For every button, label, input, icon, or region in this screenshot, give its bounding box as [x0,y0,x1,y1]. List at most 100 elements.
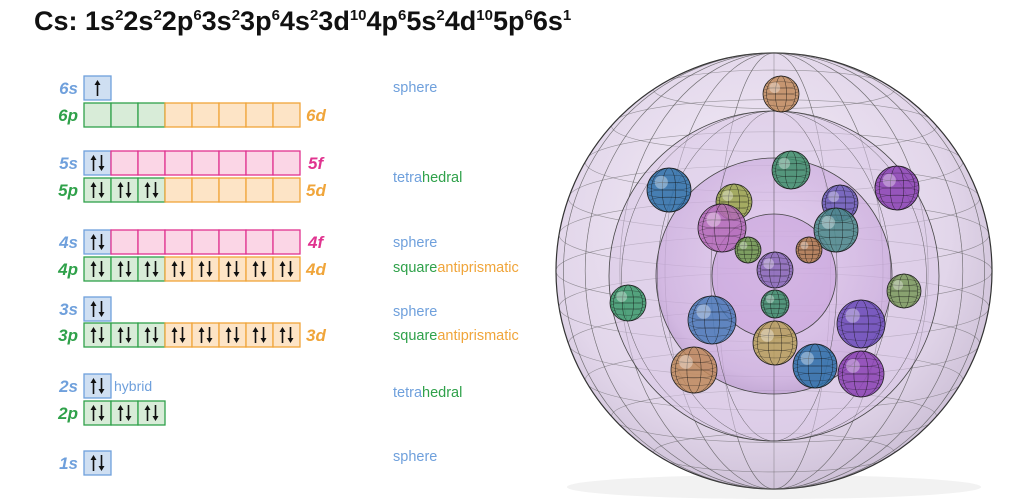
electron-sphere [837,350,885,398]
geometry-label-part: hedral [422,385,462,401]
orbital-box-1s [83,450,112,476]
orbital-box-5d [272,177,301,203]
orbital-label-3s: 3s [59,300,78,319]
electron-sphere [687,295,737,345]
spin-arrowhead [98,389,105,394]
orbital-box-5d [164,177,193,203]
spin-arrowhead [279,327,286,332]
spin-arrowhead [98,312,105,317]
spin-arrowhead [125,338,132,343]
orbital-label-6s: 6s [59,79,78,98]
orbital-box-4f [191,229,220,255]
orbital-box-2p [137,400,166,426]
orbital-box-5f [218,150,247,176]
title-orbital: 3d [318,6,350,36]
orbital-box-2s [83,373,112,399]
spin-arrowhead [98,338,105,343]
orbital-label-5s: 5s [59,154,78,173]
spin-arrowhead [225,261,232,266]
title-electron-count: 2 [115,7,124,24]
geometry-label-part: square [393,260,437,276]
spin-arrowhead [98,416,105,421]
spin-arrowhead [125,272,132,277]
electron-sphere [762,75,800,113]
title-element: Cs: [34,6,86,36]
orbital-box-4f [164,229,193,255]
spin-arrowhead [233,338,240,343]
orbital-label-1s: 1s [59,454,78,473]
electron-sphere [874,165,920,211]
orbital-box-3p [83,322,112,348]
orbital-label-3d: 3d [306,326,326,345]
electron-sphere [792,343,838,389]
spin-arrowhead [252,261,259,266]
orbital-box-4p [83,256,112,282]
orbital-box-4f [110,229,139,255]
spin-arrowhead [90,378,97,383]
spin-arrowhead [144,261,151,266]
orbital-label-4f: 4f [307,233,325,252]
title-electron-count: 2 [231,7,241,24]
title-orbital: 2p [161,6,194,36]
orbital-box-4s [83,229,112,255]
spin-arrowhead [98,193,105,198]
title-orbital: 2s [123,6,154,36]
orbital-box-6d [245,102,274,128]
orbital-box-3p [137,322,166,348]
geometry-label: sphere [393,449,437,465]
electron-sphere [670,346,718,394]
geometry-label-part: tetra [393,170,423,186]
orbital-box-5f [137,150,166,176]
electron-configuration-title: Cs: 1s22s22p63s23p64s23d104p65s24d105p66… [34,6,571,37]
electron-sphere [760,289,790,319]
spin-arrowhead [171,261,178,266]
spin-arrowhead [90,234,97,239]
spin-arrowhead [117,182,124,187]
geometry-label-part: square [393,328,437,344]
orbital-box-6d [218,102,247,128]
title-orbital: 3s [201,6,232,36]
title-electron-count: 10 [349,7,367,24]
electron-sphere [752,320,798,366]
spin-arrowhead [90,301,97,306]
geometry-label: sphere [393,304,437,320]
title-orbital: 3p [240,6,272,36]
geometry-label-part: hedral [422,170,462,186]
orbital-label-6d: 6d [306,106,326,125]
orbital-box-5d [191,177,220,203]
orbital-box-4d [218,256,247,282]
spin-arrowhead [117,327,124,332]
electron-sphere [646,167,692,213]
spin-arrowhead [125,193,132,198]
spin-arrowhead [152,416,159,421]
orbital-box-5f [164,150,193,176]
title-orbital: 4p [366,6,399,36]
orbital-box-3s [83,296,112,322]
spin-arrowhead [179,272,186,277]
title-electron-count: 10 [476,7,493,24]
orbital-label-2p: 2p [57,404,78,423]
orbital-box-6d [191,102,220,128]
spin-arrowhead [90,405,97,410]
orbital-label-4p: 4p [57,260,78,279]
orbital-box-6d [272,102,301,128]
orbital-box-4f [218,229,247,255]
orbital-box-5p [83,177,112,203]
spin-arrowhead [152,193,159,198]
title-electron-count: 6 [524,7,533,24]
orbital-label-4d: 4d [305,260,326,279]
orbital-box-4p [110,256,139,282]
spin-arrowhead [98,272,105,277]
spin-arrowhead [98,466,105,471]
spin-arrowhead [90,155,97,160]
electron-sphere [813,207,859,253]
orbital-box-4f [137,229,166,255]
orbital-box-6p [83,102,112,128]
electron-sphere [795,236,823,264]
electron-sphere [734,236,762,264]
spin-arrowhead [198,327,205,332]
spin-arrowhead [144,182,151,187]
orbital-box-3d [245,322,274,348]
